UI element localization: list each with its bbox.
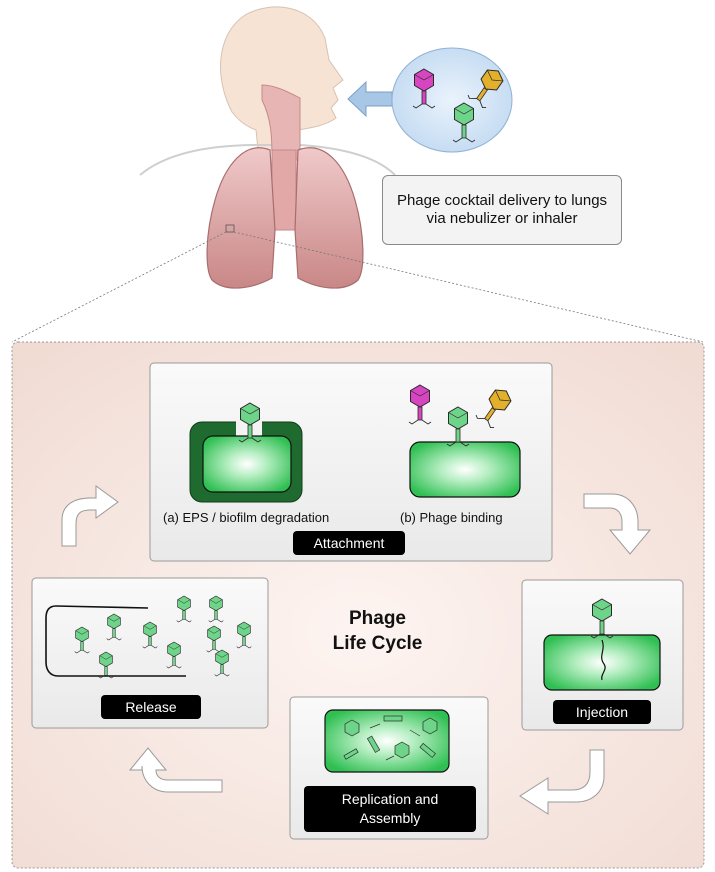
injected-dna <box>601 639 606 681</box>
cycle-arrow-injection-to-replication <box>519 749 605 815</box>
release-label: Release <box>101 695 201 719</box>
bacterium-binding <box>409 441 521 498</box>
cycle-arrow-release-to-attachment <box>61 485 119 547</box>
replication-label-line2: Assembly <box>359 810 421 826</box>
attachment-sub-b: (b) Phage binding <box>400 510 503 525</box>
right-lung <box>294 147 364 289</box>
release-stage-box <box>31 577 269 729</box>
cycle-arrow-replication-to-release <box>128 747 223 793</box>
life-cycle-title-line1: Phage <box>348 608 407 629</box>
life-cycle-title: Phage Life Cycle <box>300 606 455 656</box>
delivery-arrow <box>347 80 393 118</box>
attachment-sub-a: (a) EPS / biofilm degradation <box>163 510 330 525</box>
zoom-line-left <box>11 231 227 343</box>
bacterium-injection <box>543 634 661 691</box>
cycle-arrow-attachment-to-injection <box>583 493 652 555</box>
lysed-cell-wall <box>45 605 186 677</box>
replication-label: Replication and Assembly <box>304 786 476 832</box>
replication-label-line1: Replication and <box>341 791 439 807</box>
zoom-line-right <box>233 231 704 343</box>
delivery-caption: Phage cocktail delivery to lungs via neb… <box>382 175 622 245</box>
injection-label: Injection <box>553 700 651 724</box>
head-silhouette <box>139 6 396 176</box>
phage-cocktail-inset <box>391 47 513 153</box>
replicating-components <box>343 715 438 761</box>
bacterium-biofilm <box>202 435 292 493</box>
left-lung <box>206 147 276 289</box>
zoom-region-marker <box>225 224 235 233</box>
attachment-label: Attachment <box>293 531 405 555</box>
life-cycle-title-line2: Life Cycle <box>332 633 423 654</box>
airway-trachea <box>261 84 301 231</box>
